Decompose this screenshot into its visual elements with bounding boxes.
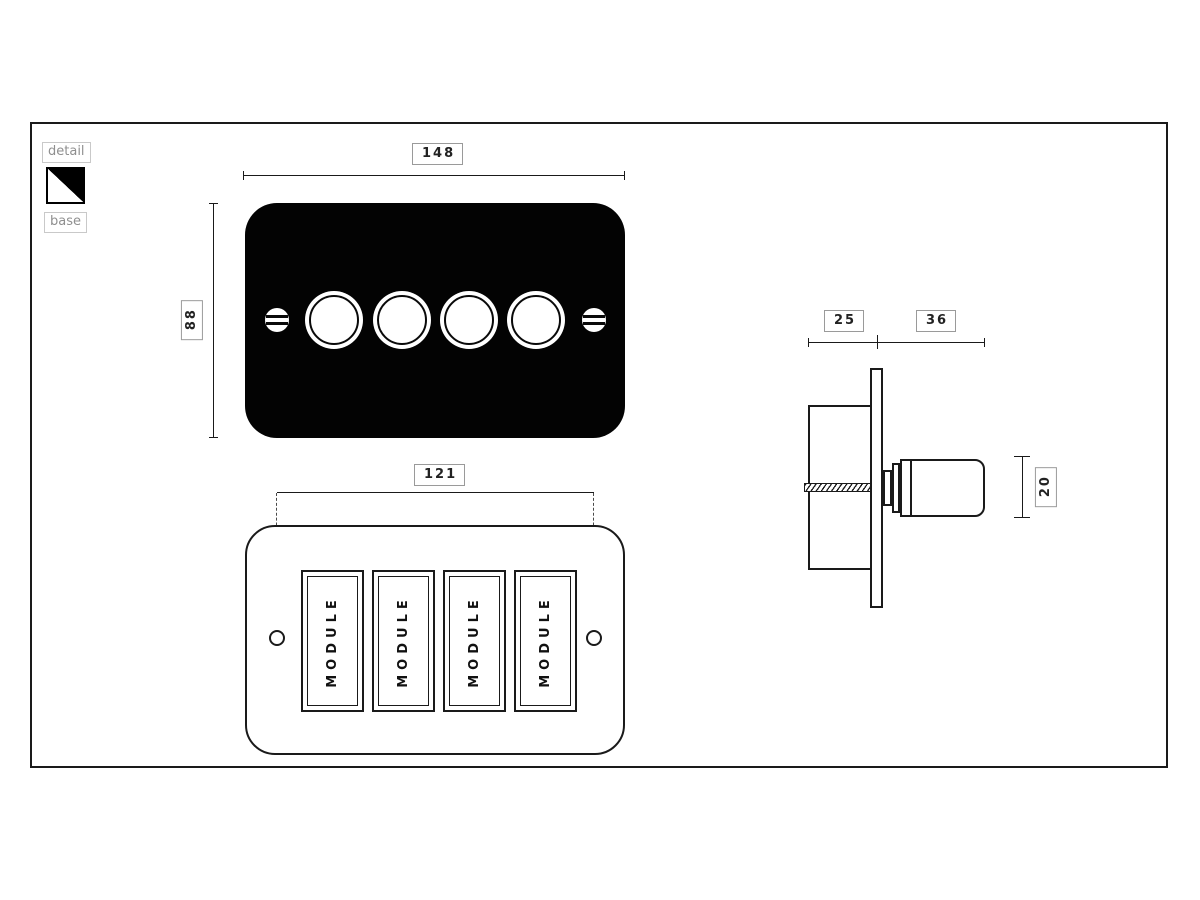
dim-label-knob-height: 20: [1034, 467, 1058, 508]
dim-line-knob-height: [1022, 456, 1023, 518]
legend-base-label: base: [44, 212, 87, 233]
module-2: MODULE: [372, 570, 435, 712]
dim-label-side-back-depth: 25: [824, 310, 865, 333]
dim-tick: [624, 171, 625, 180]
module-3: MODULE: [443, 570, 506, 712]
module-label: MODULE: [396, 594, 411, 688]
module-1: MODULE: [301, 570, 364, 712]
dim-line-back-width: [277, 492, 594, 493]
knob-side-profile: [900, 459, 985, 517]
dim-tick: [808, 338, 809, 347]
faceplate-back-view: MODULE MODULE MODULE MODULE: [245, 525, 625, 755]
dim-tick: [243, 171, 244, 180]
faceplate-front-view: [245, 203, 625, 438]
screw-left-icon: [265, 308, 289, 332]
screw-right-icon: [582, 308, 606, 332]
dim-line-side-depth: [808, 342, 985, 343]
module-inner-frame: [307, 576, 358, 706]
screw-hole-right: [586, 630, 602, 646]
dimmer-knob-4: [507, 291, 565, 349]
side-faceplate-profile: [870, 368, 883, 608]
module-inner-frame: [378, 576, 429, 706]
module-inner-frame: [520, 576, 571, 706]
threaded-rod-icon: [804, 483, 874, 492]
dim-tick: [984, 338, 985, 347]
legend-detail-label: detail: [42, 142, 91, 163]
screw-hole-left: [269, 630, 285, 646]
detail-base-swatch-icon: [46, 167, 85, 204]
dim-tick: [877, 335, 878, 349]
dim-tick: [1014, 517, 1030, 518]
dim-line-front-height: [213, 203, 214, 438]
dim-label-back-width: 121: [414, 464, 466, 487]
module-label: MODULE: [467, 594, 482, 688]
knob-collar-inner: [883, 470, 892, 506]
dim-tick: [209, 203, 218, 204]
dim-label-front-width: 148: [412, 143, 464, 166]
dim-label-side-knob-depth: 36: [916, 310, 957, 333]
module-inner-frame: [449, 576, 500, 706]
dimmer-knob-2: [373, 291, 431, 349]
drawing-frame: [30, 122, 1168, 768]
dim-line-front-width: [243, 175, 625, 176]
module-label: MODULE: [325, 594, 340, 688]
dim-tick: [1014, 456, 1030, 457]
module-4: MODULE: [514, 570, 577, 712]
knob-collar-outer: [892, 463, 900, 513]
dim-label-front-height: 88: [180, 300, 204, 341]
knob-skirt-line: [910, 461, 912, 515]
dim-tick: [209, 437, 218, 438]
dimmer-knob-3: [440, 291, 498, 349]
dimmer-knob-1: [305, 291, 363, 349]
module-label: MODULE: [538, 594, 553, 688]
